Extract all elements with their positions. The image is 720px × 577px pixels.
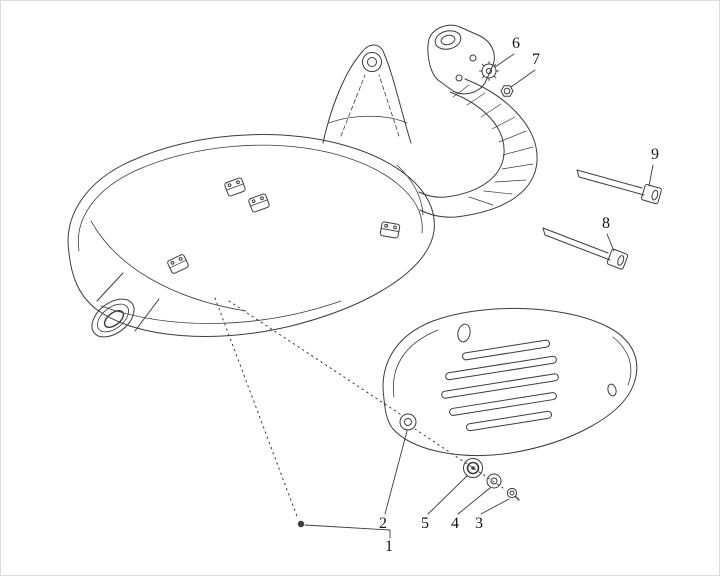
bolt-short — [542, 227, 629, 270]
leader-3 — [480, 498, 510, 515]
assembly-reference-dot — [297, 520, 305, 528]
callout-7: 7 — [532, 51, 540, 68]
callout-4: 4 — [451, 515, 459, 532]
callout-1: 1 — [385, 538, 393, 555]
callout-leaders — [304, 53, 654, 539]
muffler-clamp — [248, 193, 270, 213]
callout-2: 2 — [379, 515, 387, 532]
shield-vent-slot — [445, 355, 557, 381]
bolt-long — [576, 169, 662, 205]
washer — [486, 473, 502, 489]
grommet — [463, 458, 483, 478]
leader-9 — [648, 164, 654, 187]
leader-2 — [384, 430, 408, 515]
shield-screw-boss — [399, 413, 417, 431]
shield-vent-slot — [449, 392, 557, 416]
muffler-clamp — [379, 221, 401, 239]
leader-4 — [457, 487, 491, 515]
callout-6: 6 — [512, 35, 520, 52]
muffler-body — [67, 134, 435, 337]
shield-side-hole — [607, 383, 617, 397]
shield-vent-slot — [441, 373, 559, 399]
muffler-outlet — [91, 272, 160, 338]
leader-8 — [606, 233, 615, 252]
leader-5 — [427, 475, 468, 515]
leader-1 — [304, 524, 391, 539]
assembly-lines — [214, 297, 507, 520]
leader-7 — [510, 69, 536, 88]
hex-nut — [500, 85, 514, 97]
shield-top-hole — [457, 323, 471, 343]
callout-8: 8 — [602, 215, 610, 232]
screw — [506, 487, 520, 501]
leader-6 — [494, 53, 515, 68]
callout-9: 9 — [651, 146, 659, 163]
exhaust-pipe — [418, 78, 538, 218]
callout-3: 3 — [475, 515, 483, 532]
callout-5: 5 — [421, 515, 429, 532]
serrated-nut — [479, 61, 499, 81]
shield-vent-slot — [465, 410, 553, 432]
muffler-clamp — [224, 177, 246, 197]
shield-vent-slot — [461, 339, 551, 361]
exhaust-flange — [427, 24, 495, 95]
heat-shield — [382, 307, 638, 456]
hanger-bracket — [322, 44, 412, 144]
muffler-clamp — [167, 254, 189, 274]
